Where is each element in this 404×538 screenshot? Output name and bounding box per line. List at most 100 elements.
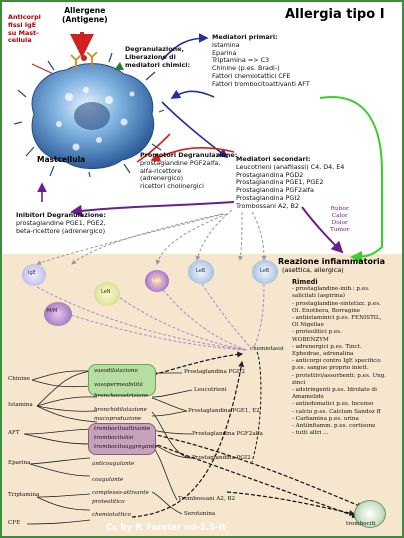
effect-anticoagulante: anticoagulante — [92, 461, 135, 467]
inflammation-sign: Calor — [331, 213, 348, 219]
remedies-title: Rimedi — [292, 278, 318, 286]
mm-label: M/M — [47, 308, 58, 314]
promoter-item: alfa-ricettore — [140, 166, 182, 175]
mediator-triptamina: Triptamina — [8, 492, 40, 498]
ige-label: IgE — [28, 270, 36, 276]
remedy-line: - proteolitici p.es. — [292, 329, 342, 336]
prostaglandin-pge: Prostaglandina PGE1, E2 — [188, 408, 260, 414]
credit-line: Cc by P. Forster nd-2.5-it — [106, 523, 226, 533]
allergen-line: (Antigene) — [62, 15, 108, 24]
primary-mediator-item: Eparina — [212, 48, 237, 57]
serotonin-label: Serotonina — [184, 511, 216, 517]
effect-bronchocostrizione: bronchocostrizione — [94, 393, 149, 399]
mediator-cfe: CFE — [8, 520, 21, 526]
ige-cell — [22, 264, 46, 286]
mediator-aft: AFT — [8, 430, 20, 436]
inflammation-panel — [2, 254, 402, 536]
degranulation-line: mediatori chimici: — [125, 60, 190, 69]
effect-bronchidilatazione: bronchidilatazione — [94, 407, 147, 413]
promoter-item: (adrenergico) — [140, 174, 184, 183]
secondary-mediator-item: Prostaglandina PGE1, PGE2 — [236, 178, 324, 187]
lea-label: LeA — [152, 278, 162, 284]
inhibitors-title: Inibitori Degranulazione: — [16, 211, 106, 219]
effect-trombocitoaggregante: trombocitoaggregante — [94, 444, 158, 450]
inflammation-sign: Tumor — [330, 227, 350, 233]
leb-cell — [188, 260, 214, 284]
len-cell — [94, 282, 120, 306]
remedy-line: - Carbamina p.es. urina — [292, 415, 359, 422]
effect-chemiotattico: chemiotattico — [92, 512, 131, 518]
primary-mediator-item: Istamina — [212, 40, 240, 49]
chemotaxis-label: chemiotassi — [250, 346, 284, 352]
effect-trombocitolisi: trombocitolisi — [94, 435, 134, 441]
platelet-cell — [354, 500, 386, 528]
thromboxanes-label: Trombossani A2, B2 — [178, 496, 236, 502]
effect-vasodilatazione: vasodilatazione — [94, 368, 138, 374]
platelets-label: trombociti — [346, 521, 376, 527]
inhibitor-item: prostaglandine PGE1, PGE2, — [16, 218, 106, 227]
inflammation-signs: Rubor Calor Dolor Tumor — [330, 206, 349, 234]
primary-mediator-item: Fattori chemiotattici CFE — [212, 71, 291, 80]
secondary-mediator-item: Prostaglandina PGI2 — [236, 193, 301, 202]
effect-coagulante: coagulante — [92, 477, 124, 483]
degranulation-promoters: Promotori Degranulazione: prostaglandine… — [140, 151, 238, 191]
remedy-line: - protettivi/assorbenti: p.es. Ung. — [292, 372, 387, 379]
degranulation-inhibitors: Inibitori Degranulazione: prostaglandine… — [16, 211, 106, 235]
mast-cell-label: Mastcellula — [37, 155, 86, 164]
allergen-label: Allergene (Antigene) — [62, 6, 108, 24]
remedy-line: - prostaglandine-inib.: p.es. — [292, 286, 370, 293]
mediator-chinine: Chinine — [8, 376, 30, 382]
secondary-mediator-item: Prostaglandina PGF2alfa — [236, 186, 314, 195]
remedies-list: Rimedi - prostaglandine-inib.: p.es. sal… — [292, 278, 387, 437]
secondary-mediators: Mediatori secondari: Leucotrieni (anafil… — [236, 155, 345, 211]
mediator-eparina: Eparina — [8, 460, 31, 466]
remedy-line: - anticorpi contro IgE specifico: — [292, 358, 382, 365]
mediator-istamina: Istamina — [8, 402, 33, 408]
prostaglandin-pgi2: Prostaglandina PGI2 — [192, 455, 251, 461]
remedy-line: - antiistaminici p.es. FENISTIL, — [292, 315, 382, 322]
primary-mediators-title: Mediatori primari: — [212, 33, 278, 41]
primary-mediator-item: Fattori trombocitoattivanti AFT — [212, 79, 310, 88]
remedy-line: - antiedematici p.es. Incenso — [292, 401, 374, 408]
lea-cell — [145, 270, 169, 292]
primary-mediator-item: Chinine (p.es. Bradi-) — [212, 64, 280, 73]
platelet-effects-box — [88, 423, 156, 455]
secondary-mediator-item: Prostaglandina PGD2 — [236, 170, 304, 179]
inhibitor-item: beta-ricettore (adrenergico) — [16, 226, 106, 235]
promoters-title: Promotori Degranulazione: — [140, 151, 238, 159]
leukotrienes-label: Leucotrieni — [194, 387, 227, 393]
effect-proteolitico: proteolitico — [92, 499, 125, 505]
effect-vasopermeabilita: vasopermeabilità — [94, 382, 143, 388]
remedy-line: - tutti altri ... — [292, 430, 329, 437]
remedy-line: Ol Nigellae — [292, 322, 324, 329]
allergen-line: Allergene — [64, 6, 106, 15]
remedy-line: zinci — [292, 379, 306, 386]
effect-complesso-attivante: complesso-attivante — [92, 490, 149, 496]
prostaglandin-pgf2alfa: Prostaglandina PGF2alfa — [192, 431, 263, 437]
reaction-heading: Reazione infiammatoria (asettica, allerg… — [278, 257, 385, 274]
secondary-mediator-item: Leucotrieni (anafilassi) C4, D4, E4 — [236, 162, 345, 171]
le-cell — [252, 260, 278, 284]
primary-mediators: Mediatori primari: Istamina Eparina Trip… — [212, 33, 310, 89]
remedy-line: WOBENZYM — [292, 336, 329, 343]
inflammation-sign: Dolor — [331, 220, 348, 226]
secondary-mediators-title: Mediatori secondari: — [236, 155, 311, 163]
remedy-line: Ol. Enothera, Borragine — [292, 307, 361, 314]
remedy-line: Amamelide — [292, 394, 324, 401]
leb-label: LeB — [196, 268, 206, 274]
effect-mucoproduzione: mucoproduzione — [94, 416, 142, 422]
promoter-item: prostaglandine PGF2alfa, — [140, 158, 221, 167]
mm-cell — [44, 302, 72, 326]
remedy-line: Ephedrae, adrenalina — [292, 351, 354, 358]
degranulation-label: Degranulazione, Liberazione di mediatori… — [125, 45, 190, 69]
mast-cell-illustration — [14, 52, 164, 177]
reaction-subtitle: (asettica, allergica) — [282, 266, 344, 274]
reaction-title: Reazione infiammatoria — [278, 257, 386, 266]
promoter-item: ricettori cholinergici — [140, 182, 204, 191]
antibody-note-line: cellula — [8, 36, 32, 45]
vascular-effects-box — [88, 364, 156, 396]
antibody-note-line: Anticorpi — [8, 13, 41, 21]
prostaglandin-pgd2: Prostaglandina PGD2 — [184, 369, 245, 375]
